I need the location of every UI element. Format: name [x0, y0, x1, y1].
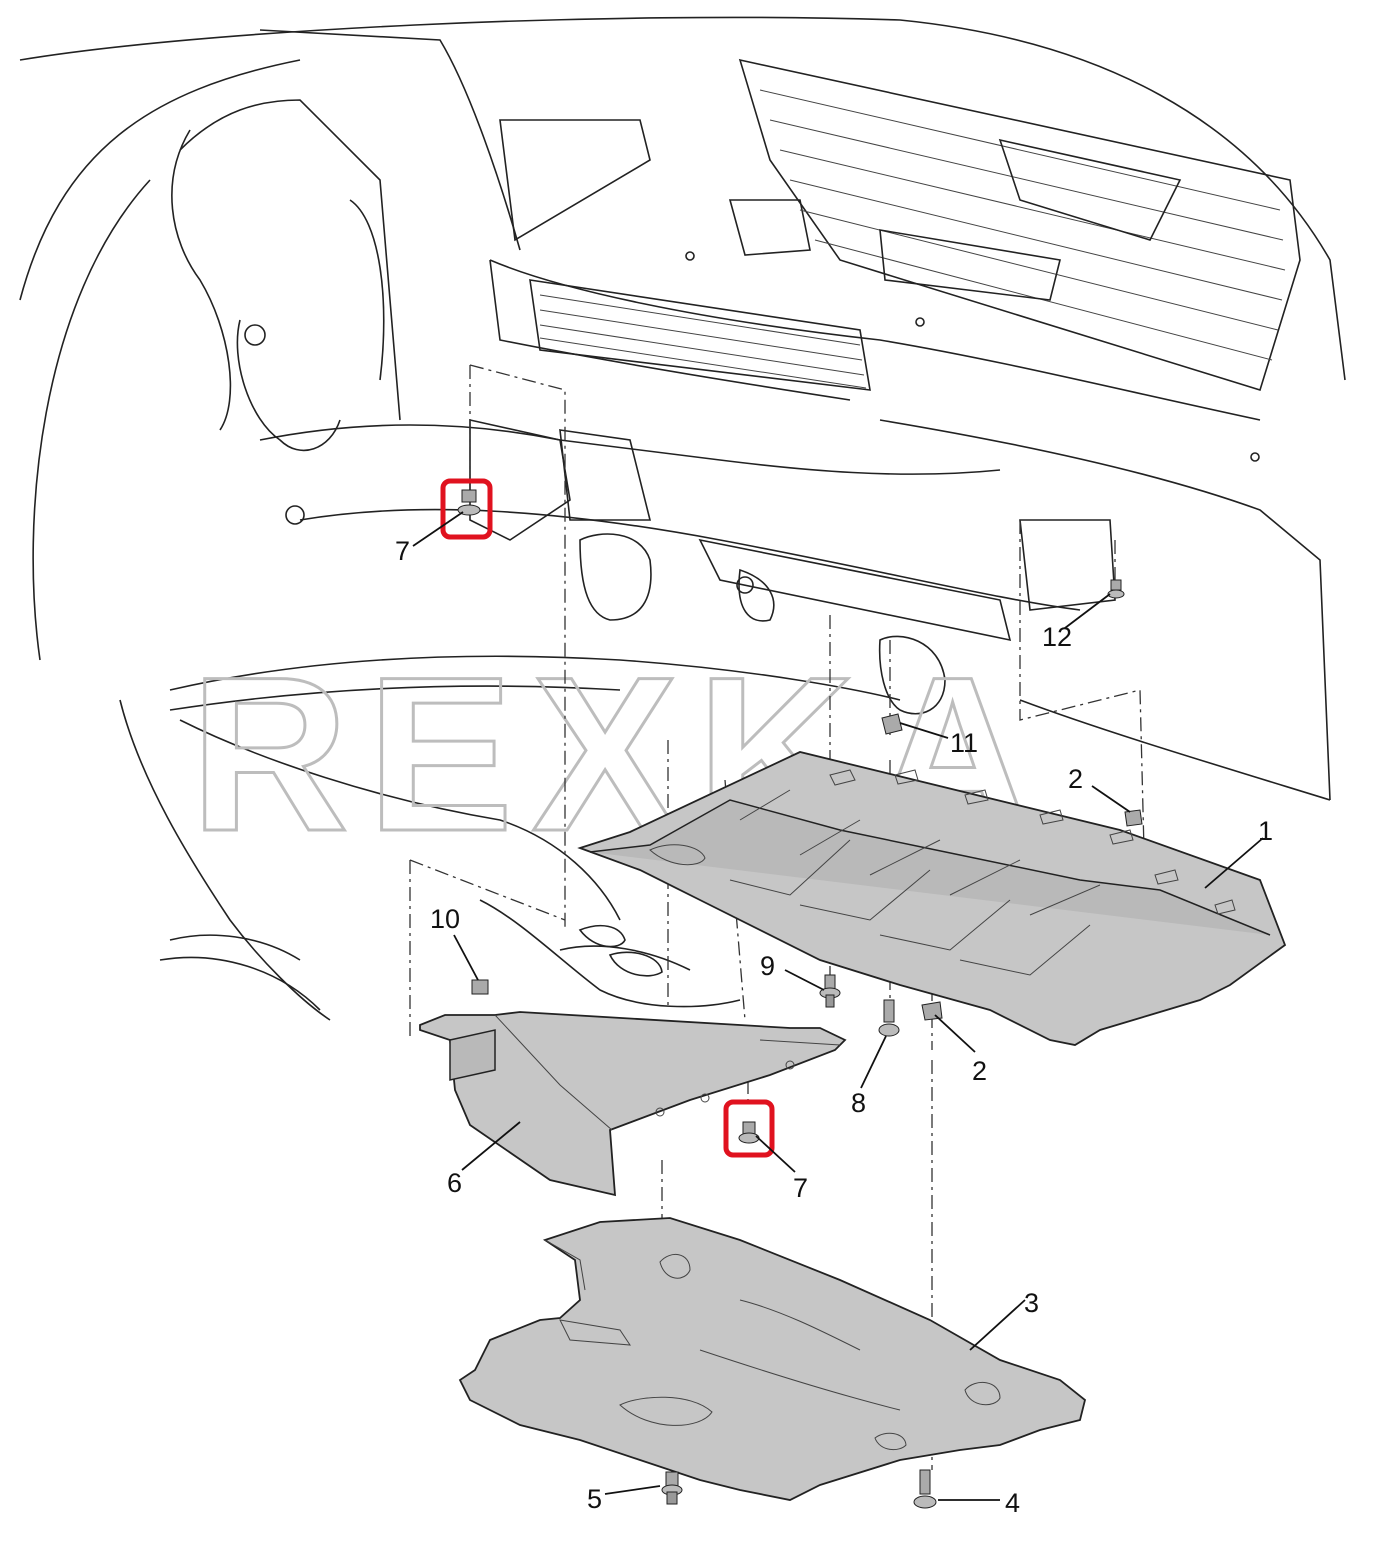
highlight-box-upper-7 — [440, 478, 493, 540]
callout-labels: 1 2 2 3 4 5 6 7 7 8 9 10 11 12 — [395, 536, 1273, 1518]
callout-11: 11 — [950, 728, 978, 758]
callout-1: 1 — [1258, 816, 1273, 846]
clip-11 — [881, 713, 903, 735]
bolt-12 — [1107, 579, 1125, 599]
callout-10: 10 — [430, 904, 460, 934]
callout-12: 12 — [1042, 622, 1072, 652]
push-pin-5 — [661, 1471, 683, 1505]
nut-10 — [471, 979, 489, 995]
callout-2-lower: 2 — [972, 1056, 987, 1086]
callout-2-upper: 2 — [1068, 764, 1083, 794]
callout-7-lower: 7 — [793, 1173, 808, 1203]
lower-shield-part-3 — [458, 1217, 1087, 1501]
vehicle-front-end-drawing — [19, 16, 1346, 1021]
bolt-7-upper — [457, 489, 481, 516]
callout-4: 4 — [1005, 1488, 1020, 1518]
fasteners — [457, 489, 1143, 1509]
callout-8: 8 — [851, 1088, 866, 1118]
highlight-box-lower-7 — [723, 1099, 775, 1158]
bolt-8 — [878, 999, 900, 1037]
callout-9: 9 — [760, 951, 775, 981]
clip-2-upper — [1124, 809, 1143, 827]
clip-2-lower — [921, 1001, 943, 1021]
callout-3: 3 — [1024, 1288, 1039, 1318]
leader-lines — [412, 511, 1264, 1501]
bolt-7-lower — [738, 1121, 760, 1144]
splash-shield-part-1 — [577, 751, 1287, 1046]
callout-5: 5 — [587, 1484, 602, 1514]
air-deflector-part-6 — [419, 1011, 847, 1197]
bolt-4 — [913, 1469, 937, 1509]
callout-7-upper: 7 — [395, 536, 410, 566]
callout-6: 6 — [447, 1168, 462, 1198]
push-pin-9 — [819, 974, 841, 1008]
